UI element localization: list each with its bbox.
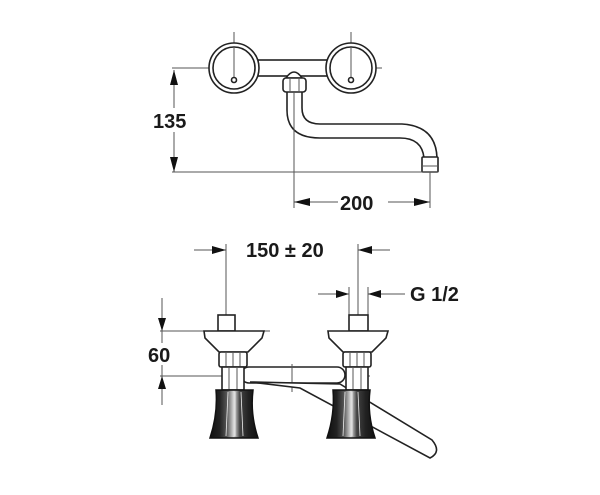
handle-left[interactable] bbox=[208, 389, 260, 439]
valve-right bbox=[325, 314, 390, 439]
flange-left bbox=[203, 330, 266, 353]
spout-tube bbox=[286, 92, 438, 159]
bottom-view: 150 ± 20 G 1/2 60 bbox=[145, 240, 459, 459]
top-view: 135 200 bbox=[150, 32, 439, 215]
inlet-pipe-left bbox=[217, 314, 236, 332]
flange-right bbox=[327, 330, 390, 353]
dimension-label-inlet-height: 60 bbox=[148, 345, 170, 367]
dimension-thread: G 1/2 bbox=[318, 284, 459, 316]
handle-right[interactable] bbox=[325, 389, 377, 439]
valve-left bbox=[203, 314, 266, 439]
dimension-135: 135 bbox=[150, 70, 200, 172]
dimension-label-reach: 200 bbox=[340, 193, 373, 215]
dimension-label-thread: G 1/2 bbox=[410, 284, 459, 306]
dimension-label-center-distance: 150 ± 20 bbox=[246, 240, 324, 262]
dimension-label-height: 135 bbox=[153, 111, 186, 133]
inlet-pipe-right bbox=[348, 314, 369, 332]
valve-body-left bbox=[208, 42, 260, 94]
dimension-60: 60 bbox=[145, 298, 370, 405]
dimension-200: 200 bbox=[293, 92, 431, 215]
spout-nut bbox=[282, 71, 307, 93]
valve-body-right bbox=[325, 42, 377, 94]
spout-nozzle bbox=[421, 156, 439, 173]
